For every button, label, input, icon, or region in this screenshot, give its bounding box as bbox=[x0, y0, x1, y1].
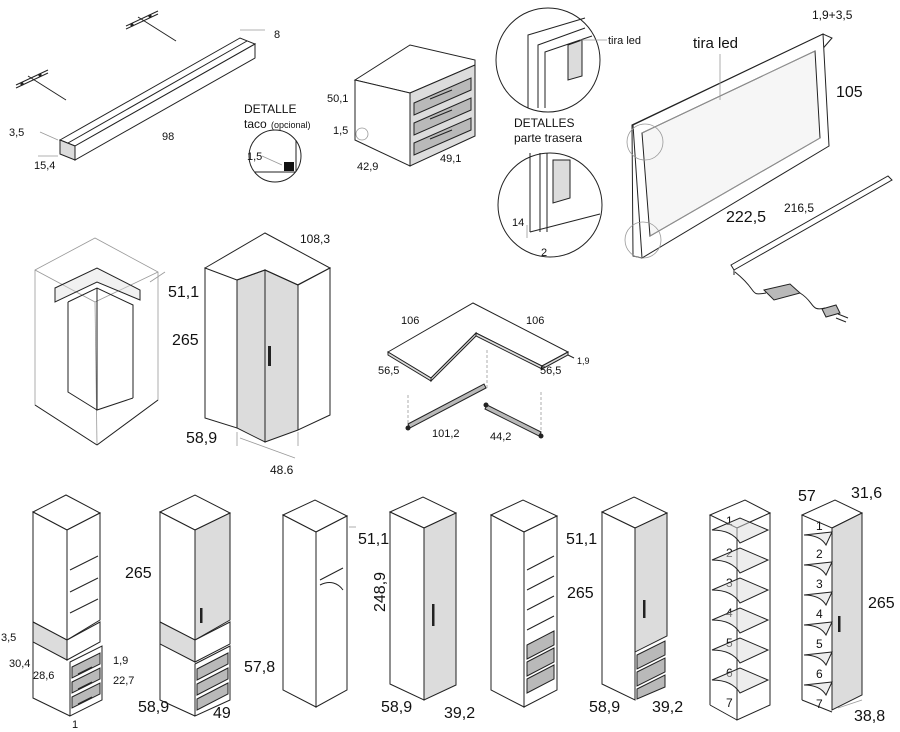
corner-top-panel: 106 106 56,5 56,5 1,9 101,2 44,2 bbox=[378, 302, 590, 443]
nightstand: 50,1 1,5 42,9 49,1 bbox=[327, 44, 476, 173]
details-subtitle: parte trasera bbox=[514, 131, 582, 145]
corner-closed-width-label: 108,3 bbox=[300, 232, 330, 246]
unit-b-dim-589: 58,9 bbox=[138, 699, 169, 716]
details-title: DETALLES bbox=[514, 116, 574, 130]
corner-rail-short-label: 44,2 bbox=[490, 431, 511, 443]
unit-e-height-label: 265 bbox=[567, 585, 594, 602]
detail-taco-title: DETALLE bbox=[244, 102, 296, 116]
unit-h-shelf-5: 5 bbox=[816, 637, 823, 651]
details-dim-2: 2 bbox=[541, 247, 547, 259]
unit-f-door-drawers: 58,9 39,2 bbox=[589, 496, 683, 716]
details-back: tira led DETALLES parte trasera 14 2 bbox=[495, 7, 641, 259]
nightstand-width-label: 49,1 bbox=[440, 153, 461, 165]
nightstand-height-label: 50,1 bbox=[327, 93, 348, 105]
unit-f-dim-392: 39,2 bbox=[652, 699, 683, 716]
led-panel-height-label: 105 bbox=[836, 84, 863, 101]
shelf-bracket-left bbox=[15, 69, 67, 101]
shelf-depth-label: 8 bbox=[274, 29, 280, 41]
unit-h-shelf-7: 7 bbox=[816, 697, 823, 711]
corner-closed-inner-label: 48.6 bbox=[270, 463, 294, 477]
unit-h-shelf-numbers: 1 2 3 4 5 6 7 bbox=[816, 519, 823, 711]
wall-shelf: 8 3,5 15,4 98 bbox=[9, 10, 280, 172]
corner-closed-depth-label: 58,9 bbox=[186, 430, 217, 447]
unit-b-wardrobe-desk: 265 57,8 58,9 49 bbox=[125, 494, 275, 722]
unit-h-dim-316: 31,6 bbox=[851, 485, 882, 502]
corner-unit-closed: 265 108,3 58,9 48.6 bbox=[172, 232, 332, 477]
led-panel-tira-led-label: tira led bbox=[693, 35, 738, 52]
unit-f-dim-589: 58,9 bbox=[589, 699, 620, 716]
unit-d-dim-392: 39,2 bbox=[444, 705, 475, 722]
led-strip-length-label: 216,5 bbox=[784, 201, 814, 215]
nightstand-detail-label: 1,5 bbox=[333, 125, 348, 137]
unit-d-single-door: 248,9 58,9 39,2 bbox=[372, 496, 475, 722]
unit-g-shelf-1: 1 bbox=[726, 514, 733, 528]
corner-top-left-depth: 56,5 bbox=[378, 365, 399, 377]
shelf-length-label: 98 bbox=[162, 131, 174, 143]
unit-e-depth-label: 51,1 bbox=[566, 531, 597, 548]
unit-g-corner-shelves: 1 2 3 4 5 6 7 bbox=[708, 499, 772, 721]
unit-c-depth-label: 51,1 bbox=[358, 531, 389, 548]
unit-a-dim-19: 1,9 bbox=[113, 655, 128, 667]
unit-h-dim-388: 38,8 bbox=[854, 708, 885, 725]
led-headboard-panel: tira led 1,9+3,5 105 222,5 216,5 bbox=[624, 8, 893, 323]
unit-h-dim-57: 57 bbox=[798, 488, 816, 505]
unit-h-shelf-4: 4 bbox=[816, 607, 823, 621]
corner-closed-height-label: 265 bbox=[172, 332, 199, 349]
nightstand-depth-label: 42,9 bbox=[357, 161, 378, 173]
unit-h-corner-shelves-door: 1 2 3 4 5 6 7 57 31,6 265 38,8 bbox=[798, 485, 895, 725]
unit-a-dim-227: 22,7 bbox=[113, 675, 134, 687]
corner-top-right-width: 106 bbox=[526, 315, 544, 327]
unit-h-shelf-6: 6 bbox=[816, 667, 823, 681]
unit-a-dim-35: 3,5 bbox=[1, 632, 16, 644]
unit-h-shelf-2: 2 bbox=[816, 547, 823, 561]
corner-top-right-depth: 56,5 bbox=[540, 365, 561, 377]
unit-g-shelf-7: 7 bbox=[726, 696, 733, 710]
unit-a-dim-304: 30,4 bbox=[9, 658, 30, 670]
unit-d-dim-589: 58,9 bbox=[381, 699, 412, 716]
unit-b-depth-label: 57,8 bbox=[244, 659, 275, 676]
corner-open-depth-label: 51,1 bbox=[168, 284, 199, 301]
corner-unit-open: 51,1 bbox=[34, 237, 199, 446]
detail-taco-optional: (opcional) bbox=[271, 120, 311, 130]
shelf-width-label: 15,4 bbox=[34, 160, 55, 172]
details-tira-led-label: tira led bbox=[608, 35, 641, 47]
led-panel-width-label: 222,5 bbox=[726, 209, 766, 226]
unit-a-dim-1: 1 bbox=[72, 719, 78, 731]
unit-b-height-label: 265 bbox=[125, 565, 152, 582]
unit-h-height-label: 265 bbox=[868, 595, 895, 612]
corner-top-left-width: 106 bbox=[401, 315, 419, 327]
unit-b-dim-49: 49 bbox=[213, 705, 231, 722]
unit-h-shelf-1: 1 bbox=[816, 519, 823, 533]
unit-c-open-column: 51,1 bbox=[281, 499, 389, 708]
detail-taco-subtitle: taco bbox=[244, 117, 267, 131]
unit-d-height-label: 248,9 bbox=[372, 572, 389, 612]
shelf-bracket-right bbox=[125, 10, 177, 42]
unit-a-shelving-desk: 3,5 30,4 28,6 1,9 22,7 1 bbox=[1, 494, 134, 731]
shelf-height-label: 3,5 bbox=[9, 127, 24, 139]
unit-h-shelf-3: 3 bbox=[816, 577, 823, 591]
detail-taco: DETALLE taco (opcional) 1,5 bbox=[244, 102, 311, 183]
unit-e-shelves-drawers: 51,1 265 bbox=[489, 499, 597, 708]
corner-rail-long-label: 101,2 bbox=[432, 428, 460, 440]
details-dim-14: 14 bbox=[512, 217, 524, 229]
detail-taco-dim: 1,5 bbox=[247, 151, 262, 163]
corner-top-thickness: 1,9 bbox=[577, 356, 590, 366]
led-panel-top-dim: 1,9+3,5 bbox=[812, 8, 853, 22]
unit-a-dim-286: 28,6 bbox=[33, 670, 54, 682]
